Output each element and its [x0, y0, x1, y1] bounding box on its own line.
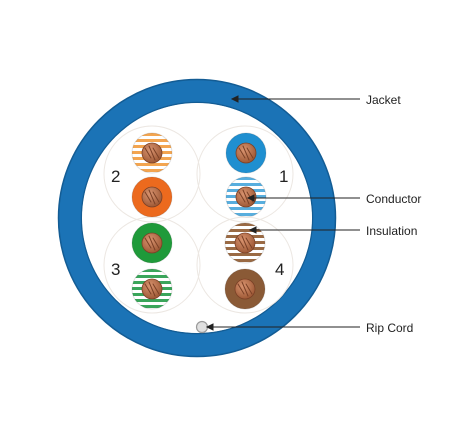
- rip-cord: [195, 320, 209, 334]
- pair-number-4: 4: [275, 260, 284, 279]
- pair-1-outline: [196, 125, 294, 223]
- conductor-strand: [144, 237, 152, 249]
- pair-1-striped-wire: [225, 176, 267, 218]
- conductor-strand: [148, 189, 156, 205]
- wire-stripe: [132, 305, 172, 308]
- insulation-arrowhead: [248, 226, 257, 234]
- pair-4-striped-wire: [224, 222, 266, 264]
- jacket-ring-outer-edge: [57, 78, 337, 358]
- conductor-strand: [237, 237, 245, 249]
- conductor-strand: [148, 235, 156, 251]
- wire-outline: [224, 222, 266, 264]
- wire-stripe: [226, 183, 266, 186]
- wire-stripe: [226, 177, 266, 180]
- label-rip-cord: Rip Cord: [366, 321, 413, 335]
- wire-outline: [131, 132, 173, 174]
- wire-stripe: [132, 133, 172, 136]
- label-insulation: Insulation: [366, 224, 417, 238]
- conductor-strand: [237, 283, 245, 295]
- cable-interior: [82, 103, 312, 333]
- conductor-strand: [242, 189, 250, 205]
- jacket-ring: [58, 79, 336, 357]
- pair-2-solid-wire: [131, 176, 173, 218]
- wire-stripe: [132, 163, 172, 166]
- wire-stripe: [132, 275, 172, 278]
- pair-4-solid-wire: [224, 268, 266, 310]
- jacket-ring-inner-edge: [80, 101, 314, 335]
- wire-outline: [131, 268, 173, 310]
- pair-2-striped-wire: [131, 132, 173, 174]
- pair-2-outline: [103, 125, 201, 223]
- pair-4-outline: [196, 216, 294, 314]
- pair-3-striped-wire: [131, 268, 173, 310]
- wire-stripe: [132, 269, 172, 272]
- conductor-strand: [144, 191, 152, 203]
- wire-stripe: [225, 229, 265, 232]
- wire-stripe: [225, 223, 265, 226]
- pair-number-1: 1: [279, 167, 288, 186]
- conductor-strand: [238, 147, 246, 159]
- pair-1-solid-wire: [225, 132, 267, 174]
- wire-stripe: [225, 253, 265, 256]
- wire-outline: [225, 176, 267, 218]
- conductor-strand: [144, 283, 152, 295]
- wires-group: [131, 132, 267, 310]
- wire-stripe: [226, 213, 266, 216]
- conductor-strand: [148, 145, 156, 161]
- conductor-strand: [152, 147, 160, 159]
- conductor-strand: [152, 191, 160, 203]
- wire-outline: [225, 132, 267, 174]
- conductor-strand: [245, 283, 253, 295]
- conductor-strand: [241, 235, 249, 251]
- label-conductor: Conductor: [366, 192, 421, 206]
- pair-number-3: 3: [111, 260, 120, 279]
- conductor-strand: [144, 147, 152, 159]
- wire-stripe: [226, 207, 266, 210]
- conductor-strand: [242, 145, 250, 161]
- callout-lines: [205, 95, 360, 331]
- jacket-arrowhead: [230, 95, 239, 103]
- conductor-strand: [238, 191, 246, 203]
- wire-outline: [224, 268, 266, 310]
- conductor-strand: [246, 147, 254, 159]
- conductor-arrowhead: [246, 194, 255, 202]
- conductor-strand: [245, 237, 253, 249]
- pair-3-solid-wire: [131, 222, 173, 264]
- wire-outline: [131, 222, 173, 264]
- conductor-strand: [152, 283, 160, 295]
- conductor-strand: [241, 281, 249, 297]
- wire-stripe: [132, 169, 172, 172]
- conductor-strand: [152, 237, 160, 249]
- wire-outline: [131, 176, 173, 218]
- rip-cord-arrowhead: [205, 323, 214, 331]
- pair-number-2: 2: [111, 167, 120, 186]
- label-jacket: Jacket: [366, 93, 401, 107]
- wire-stripe: [132, 139, 172, 142]
- wire-stripe: [225, 259, 265, 262]
- conductor-strand: [148, 281, 156, 297]
- wire-stripe: [132, 299, 172, 302]
